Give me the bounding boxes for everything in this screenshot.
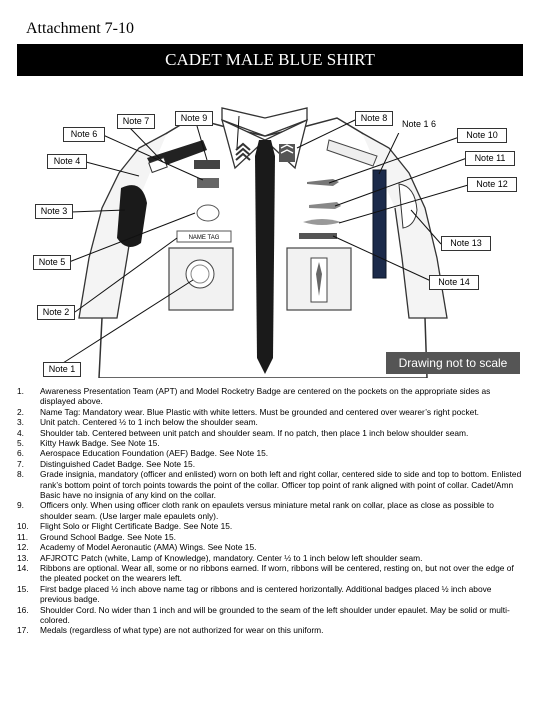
list-item: 8.Grade insignia, mandatory (officer and… (17, 469, 522, 501)
list-item: 9.Officers only. When using officer clot… (17, 500, 494, 521)
callout-note-7: Note 7 (117, 114, 155, 129)
callout-note-9: Note 9 (175, 111, 213, 126)
callout-note-10: Note 10 (457, 128, 507, 143)
callout-note-16: Note 1 6 (397, 118, 441, 133)
kitty-hawk-badge (196, 204, 220, 222)
callout-note-11: Note 11 (465, 151, 515, 166)
callout-note-13: Note 13 (441, 236, 491, 251)
attachment-label: Attachment 7-10 (26, 20, 134, 37)
page-title: CADET MALE BLUE SHIRT (17, 44, 523, 76)
ground-school-badge (309, 202, 341, 209)
shoulder-cord (372, 169, 387, 279)
leader-lines (62, 115, 476, 364)
unit-patch (117, 185, 147, 247)
list-item: 5.Kitty Hawk Badge. See Note 15. (17, 438, 160, 449)
list-item: 12.Academy of Model Aeronautic (AMA) Win… (17, 542, 257, 553)
list-item: 7.Distinguished Cadet Badge. See Note 15… (17, 458, 196, 469)
callout-note-6: Note 6 (63, 127, 105, 142)
ribbons (299, 233, 337, 239)
tie (255, 140, 275, 374)
grade-insignia-left (279, 144, 295, 162)
list-item: 6.Aerospace Education Foundation (AEF) B… (17, 448, 269, 459)
list-item: 1.Awareness Presentation Team (APT) and … (17, 386, 491, 407)
callout-note-14: Note 14 (429, 275, 479, 290)
name-tag (176, 230, 232, 243)
callout-note-5: Note 5 (33, 255, 71, 270)
list-item: 2.Name Tag: Mandatory wear. Blue Plastic… (17, 406, 479, 417)
flight-solo-badge (307, 179, 339, 186)
list-item: 4.Shoulder tab. Centered between unit pa… (17, 427, 469, 438)
afjrotc-patch (398, 183, 418, 229)
left-epaulet (326, 139, 378, 167)
callout-note-12: Note 12 (467, 177, 517, 192)
list-item: 10.Flight Solo or Flight Certificate Bad… (17, 521, 233, 532)
shirt-figure: NAME TAG (17, 78, 523, 379)
grade-insignia-right (235, 142, 251, 161)
distinguished-cadet-badge (194, 160, 220, 169)
list-item: 16.Shoulder Cord. No wider than 1 inch a… (17, 604, 510, 625)
callout-note-1: Note 1 (43, 362, 81, 377)
callout-note-4: Note 4 (47, 154, 87, 169)
list-item: 14.Ribbons are optional. Wear all, some … (17, 562, 514, 584)
aef-badge (197, 178, 219, 188)
list-item: 15.First badge placed ½ inch above name … (17, 583, 492, 605)
name-tag-text: NAME TAG (189, 235, 220, 241)
notes-list: 1.Awareness Presentation Team (APT) and … (17, 386, 523, 636)
apt-badge (185, 259, 215, 289)
collar (221, 107, 308, 137)
scale-note: Drawing not to scale (386, 352, 520, 374)
callout-note-2: Note 2 (37, 305, 75, 320)
callout-note-3: Note 3 (35, 204, 73, 219)
callout-note-8: Note 8 (355, 111, 393, 126)
list-item: 13.AFJROTC Patch (white, Lamp of Knowled… (17, 552, 423, 563)
list-item: 11.Ground School Badge. See Note 15. (17, 531, 176, 542)
ama-wings (303, 219, 341, 225)
shirt-drawing: NAME TAG (62, 107, 476, 379)
list-item: 17.Medals (regardless of what type) are … (17, 625, 324, 636)
list-item: 3.Unit patch. Centered ½ to 1 inch below… (17, 417, 258, 428)
